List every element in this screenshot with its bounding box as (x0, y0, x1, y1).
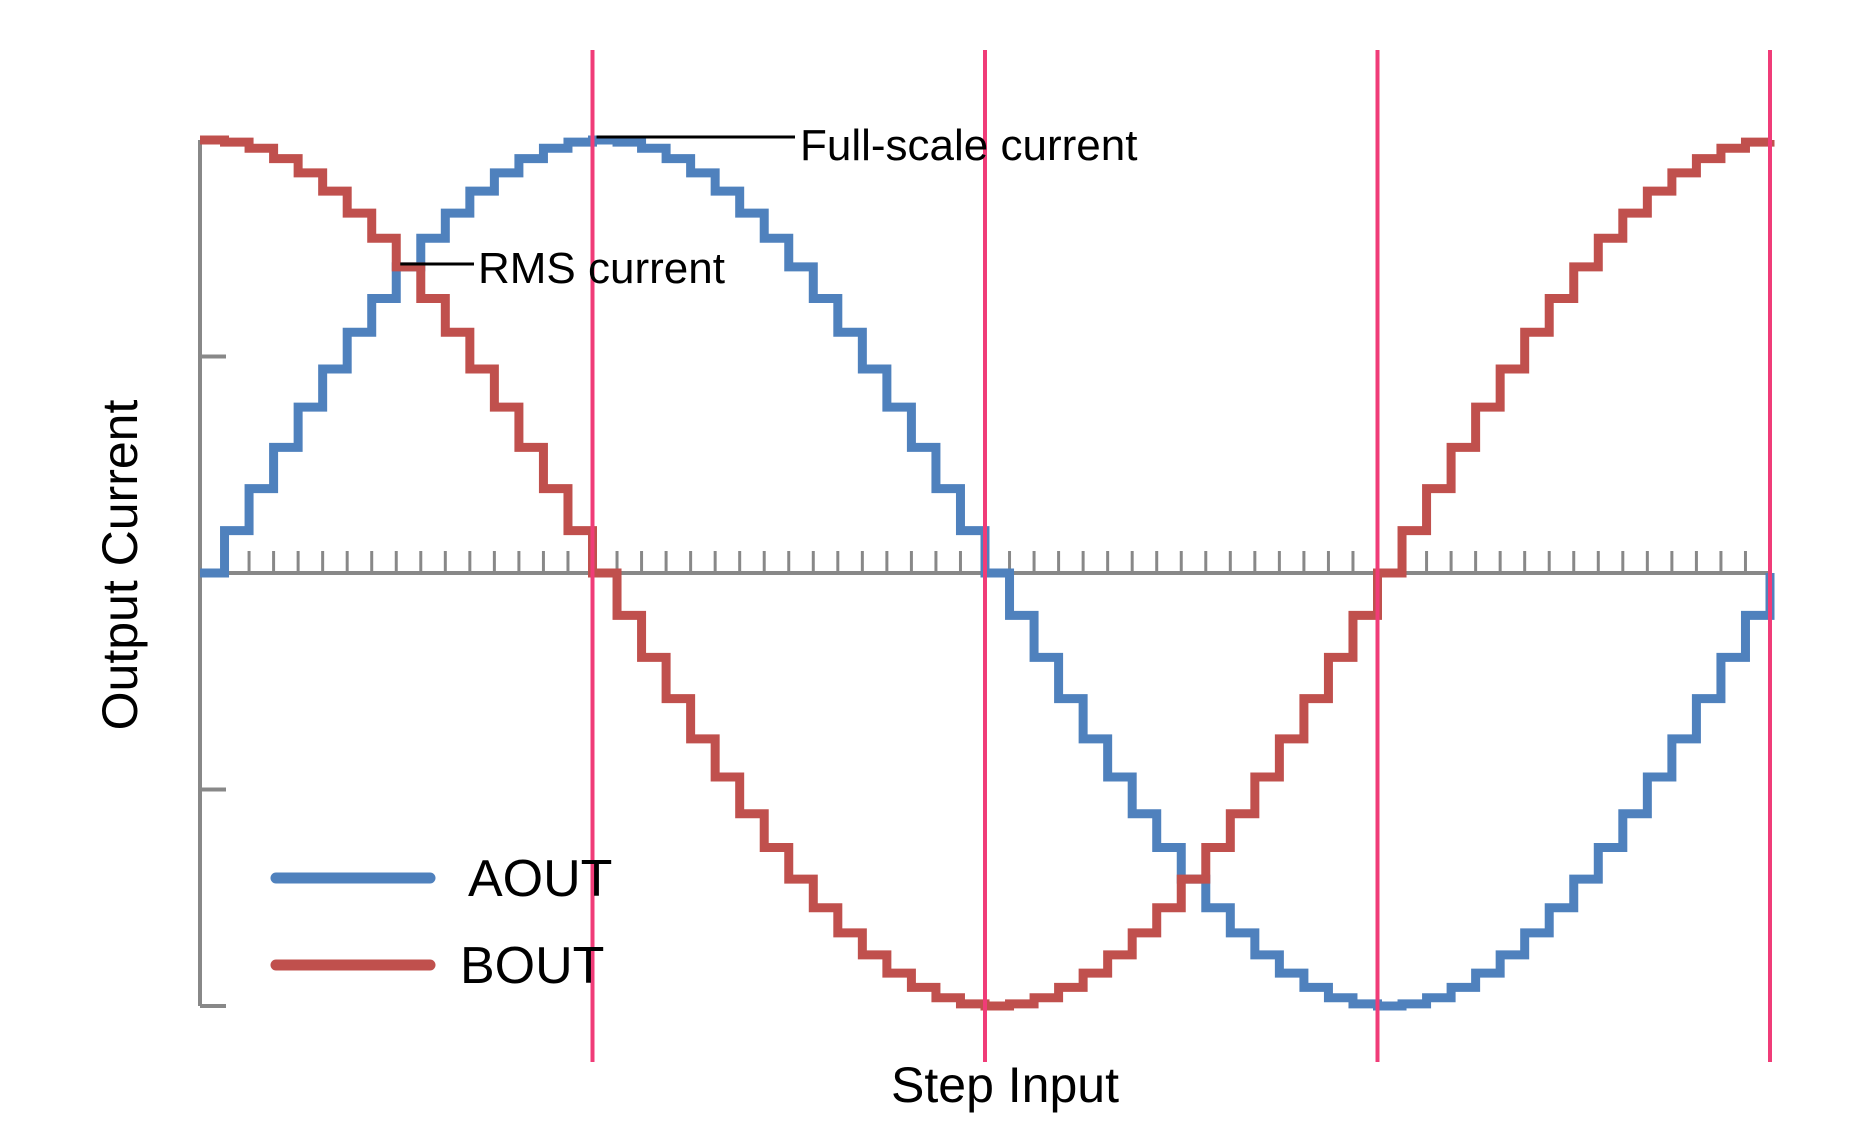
annotation-full-scale-current: Full-scale current (800, 121, 1137, 170)
legend-label-aout: AOUT (468, 850, 612, 908)
y-axis-label: Output Current (92, 400, 148, 731)
annotation-layer: Full-scale current RMS current (400, 121, 1137, 293)
marker-layer (590, 50, 1772, 1062)
annotation-rms-current: RMS current (478, 244, 725, 293)
x-axis-label: Step Input (891, 1057, 1119, 1113)
legend-label-bout: BOUT (460, 937, 604, 995)
legend: AOUT BOUT (270, 850, 612, 995)
